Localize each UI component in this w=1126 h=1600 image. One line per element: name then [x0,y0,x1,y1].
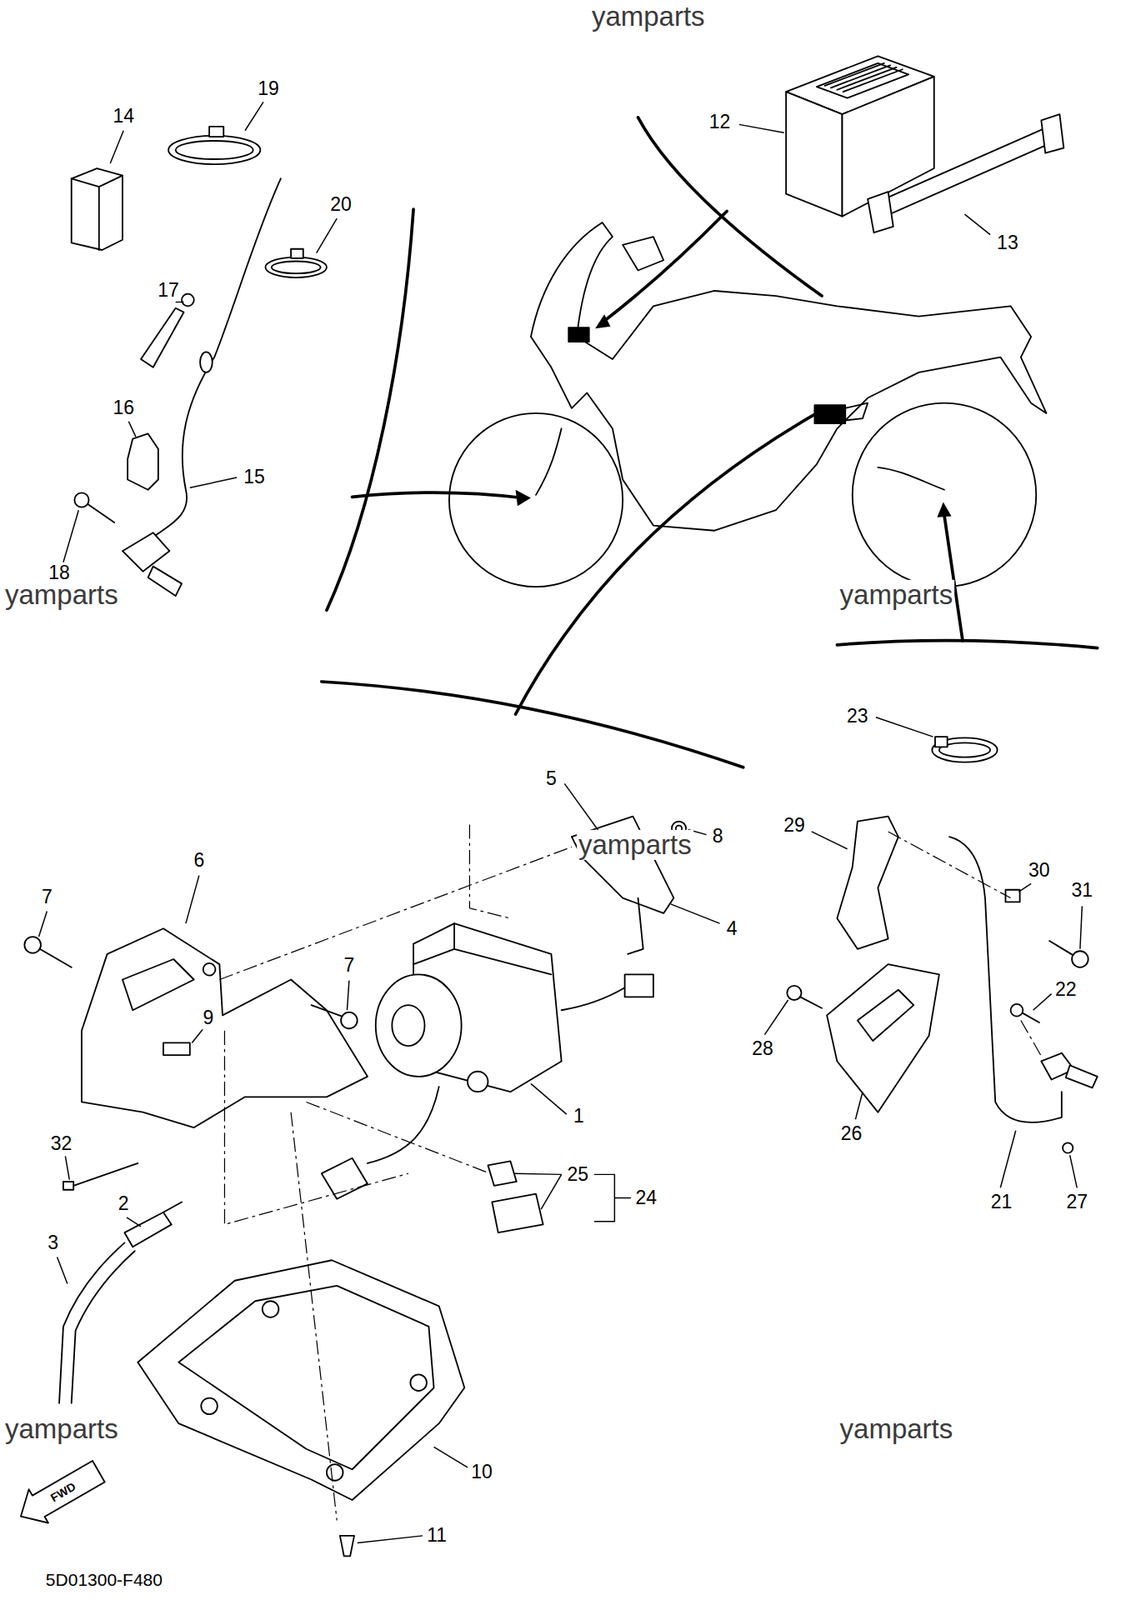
callout-number: 7 [40,886,55,908]
callout-number: 3 [45,1232,61,1254]
watermark: yamparts [838,1414,956,1445]
callout-number: 10 [469,1462,495,1484]
callout-number: 24 [634,1187,660,1209]
callout-number: 32 [49,1133,75,1155]
callout-number: 21 [989,1191,1015,1213]
callout-number: 2 [116,1194,131,1216]
callout-number: 27 [1064,1191,1090,1213]
callout-number: 7 [341,955,356,976]
callout-number: 1 [571,1105,586,1127]
callout-number: 30 [1026,860,1052,881]
callout-number: 17 [155,280,181,301]
callout-number: 19 [255,78,281,100]
callout-number: 5 [544,768,559,790]
callout-number: 9 [200,1008,216,1030]
diagram-code: 5D01300-F480 [44,1571,165,1591]
callout-number: 29 [781,815,807,836]
watermark: yamparts [838,580,956,611]
watermark: yamparts [576,830,694,861]
callout-number: 31 [1070,880,1096,902]
watermark: yamparts [590,1,707,32]
callout-number: 13 [995,232,1021,254]
callout-number: 16 [110,397,136,419]
callout-number: 8 [710,826,726,848]
watermark: yamparts [3,1414,121,1445]
forward-arrow [10,1455,109,1534]
callout-number: 23 [845,705,871,727]
callout-number: 25 [565,1164,591,1186]
watermark: yamparts [3,580,121,611]
callout-number: 20 [328,195,354,216]
callout-number: 6 [191,850,206,871]
callout-number: 4 [725,918,740,940]
callout-number: 26 [839,1123,865,1145]
callout-number: 22 [1053,979,1079,1001]
callout-number: 15 [241,467,267,489]
callout-number: 28 [750,1038,776,1060]
callout-number: 11 [425,1526,449,1547]
callout-number: 12 [707,111,733,133]
callout-number: 14 [110,105,136,127]
